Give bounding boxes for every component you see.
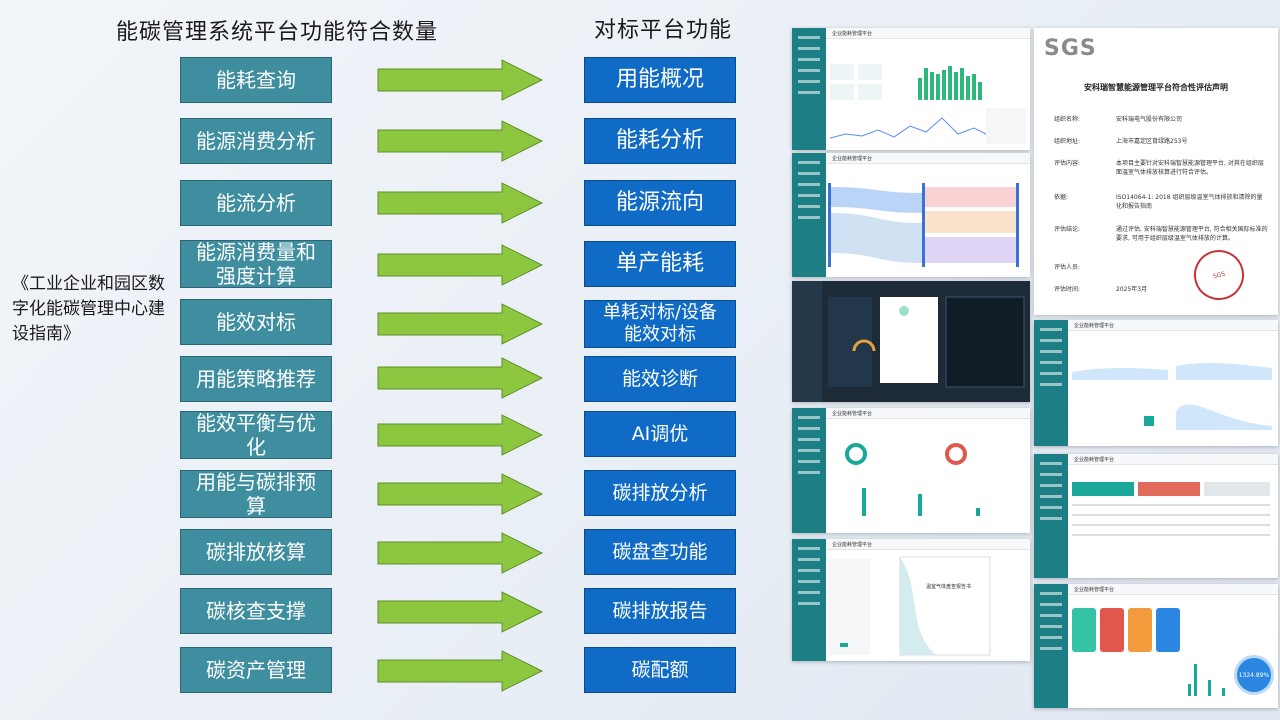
platform-screenshot-carbon-inventory: 企业能耗管理平台 [1034, 454, 1278, 578]
left-function-box: 碳核查支撑 [180, 588, 332, 634]
left-function-box: 能源消费分析 [180, 118, 332, 164]
right-arrow-icon [377, 357, 544, 399]
right-function-box: 能耗分析 [584, 118, 736, 164]
right-function-box: 能源流向 [584, 180, 736, 226]
platform-screenshot-energy-flow: 企业能耗管理平台 [792, 153, 1030, 277]
certificate-title: 安科瑞智慧能源管理平台符合性评估声明 [1084, 83, 1228, 92]
right-arrow-icon [377, 182, 544, 224]
platform-screenshot-carbon-analysis: 企业能耗管理平台 [792, 408, 1030, 533]
right-arrow-icon [377, 244, 544, 286]
platform-screenshot-carbon-quota: 企业能耗管理平台 [1034, 584, 1278, 708]
right-arrow-icon [377, 59, 544, 101]
sgs-certificate: SGS 安科瑞智慧能源管理平台符合性评估声明 组织名称:安科瑞电气股份有限公司 … [1034, 28, 1278, 315]
right-arrow-icon [377, 532, 544, 574]
right-function-box: 单耗对标/设备能效对标 [584, 300, 736, 348]
platform-screenshot-carbon-report: 企业能耗管理平台 温室气体盘查报告书 [792, 539, 1030, 661]
left-function-box: 能效对标 [180, 299, 332, 345]
right-arrow-icon [377, 303, 544, 345]
right-function-box: 碳排放报告 [584, 588, 736, 634]
left-function-box: 碳资产管理 [180, 647, 332, 693]
right-arrow-icon [377, 473, 544, 515]
right-function-box: 用能概况 [584, 57, 736, 103]
right-arrow-icon [377, 591, 544, 633]
right-function-box: 碳排放分析 [584, 470, 736, 516]
right-arrow-icon [377, 414, 544, 456]
report-title: 温室气体盘查报告书 [926, 584, 972, 590]
right-arrow-icon [377, 650, 544, 692]
left-function-box: 能效平衡与优化 [180, 411, 332, 459]
right-function-box: 单产能耗 [584, 241, 736, 287]
platform-screenshot-overview: 企业能耗管理平台 [792, 28, 1030, 150]
right-function-box: AI调优 [584, 411, 736, 457]
right-function-box: 碳配额 [584, 647, 736, 693]
sgs-seal: SGS [1188, 244, 1250, 306]
left-function-box: 能流分析 [180, 180, 332, 226]
left-function-box: 用能与碳排预算 [180, 470, 332, 518]
sgs-logo: SGS [1044, 36, 1097, 61]
percentage-badge: 1324.89% [1237, 658, 1271, 692]
right-arrow-icon [377, 120, 544, 162]
left-title: 能碳管理系统平台功能符合数量 [116, 20, 439, 45]
left-function-box: 能源消费量和强度计算 [180, 240, 332, 288]
left-function-box: 碳排放核算 [180, 529, 332, 575]
left-function-box: 用能策略推荐 [180, 356, 332, 402]
platform-screenshot-unit-consumption: 企业能耗管理平台 [1034, 320, 1278, 446]
right-function-box: 能效诊断 [584, 356, 736, 402]
guide-reference-text: 《工业企业和园区数字化能碳管理中心建设指南》 [12, 274, 165, 344]
right-title: 对标平台功能 [594, 18, 733, 43]
platform-screenshot-efficiency-dashboard [792, 281, 1030, 402]
left-function-box: 能耗查询 [180, 57, 332, 103]
right-function-box: 碳盘查功能 [584, 529, 736, 575]
